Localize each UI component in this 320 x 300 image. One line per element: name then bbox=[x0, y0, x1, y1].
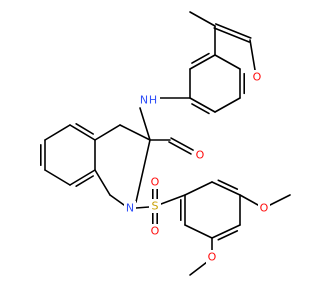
svg-text:O: O bbox=[196, 149, 205, 162]
double-bond bbox=[217, 230, 239, 241]
atom-labels: O N H O N S O O O bbox=[124, 70, 270, 264]
double-bond bbox=[215, 23, 252, 39]
atom-o-acetyl: O bbox=[251, 70, 263, 84]
double-bond bbox=[189, 97, 216, 113]
double-bond bbox=[170, 137, 194, 151]
single-bond bbox=[135, 139, 151, 203]
svg-text:O: O bbox=[253, 71, 262, 84]
single-bond bbox=[44, 124, 71, 141]
double-bond bbox=[75, 175, 94, 188]
double-bond bbox=[168, 141, 192, 155]
single-bond bbox=[269, 194, 291, 206]
single-bond bbox=[44, 169, 71, 186]
svg-text:H: H bbox=[149, 94, 157, 107]
single-bond bbox=[214, 97, 241, 113]
single-bond bbox=[160, 194, 186, 205]
double-bond bbox=[217, 179, 239, 190]
double-bond bbox=[191, 52, 210, 64]
svg-text:N: N bbox=[140, 94, 148, 107]
atom-o-sulfonyl-top: O bbox=[149, 175, 161, 189]
single-bond bbox=[239, 194, 259, 206]
double-bond bbox=[213, 27, 250, 43]
double-bond bbox=[69, 124, 96, 141]
double-bond bbox=[189, 54, 216, 70]
single-bond bbox=[94, 169, 111, 196]
double-bond bbox=[211, 224, 241, 239]
svg-text:S: S bbox=[152, 200, 159, 213]
atom-o-methoxy-lower: O bbox=[206, 250, 218, 264]
double-bond bbox=[75, 122, 94, 135]
double-bond bbox=[191, 103, 210, 115]
molecule-structure: O N H O N S O O O bbox=[39, 11, 291, 276]
single-bond bbox=[139, 107, 151, 141]
svg-text:N: N bbox=[126, 202, 134, 215]
single-bond bbox=[189, 261, 208, 276]
svg-text:O: O bbox=[260, 202, 269, 215]
single-bond bbox=[189, 11, 216, 27]
single-bond bbox=[249, 39, 256, 71]
single-bond bbox=[135, 206, 150, 209]
atom-o-amide: O bbox=[194, 148, 206, 162]
single-bond bbox=[214, 54, 241, 70]
svg-text:O: O bbox=[151, 225, 160, 238]
single-bond bbox=[184, 224, 213, 239]
atom-s: S bbox=[149, 199, 161, 213]
bond-lines bbox=[39, 11, 291, 276]
svg-text:O: O bbox=[151, 176, 160, 189]
double-bond bbox=[211, 181, 241, 196]
single-bond bbox=[119, 124, 151, 141]
single-bond bbox=[109, 194, 125, 206]
atom-nh: N H bbox=[138, 93, 160, 107]
atom-o-methoxy-upper: O bbox=[258, 201, 270, 215]
single-bond bbox=[94, 124, 121, 141]
svg-text:O: O bbox=[208, 251, 217, 264]
atom-o-sulfonyl-bottom: O bbox=[149, 224, 161, 238]
double-bond bbox=[69, 169, 96, 186]
single-bond bbox=[184, 181, 213, 196]
atom-n-ring: N bbox=[124, 201, 136, 215]
